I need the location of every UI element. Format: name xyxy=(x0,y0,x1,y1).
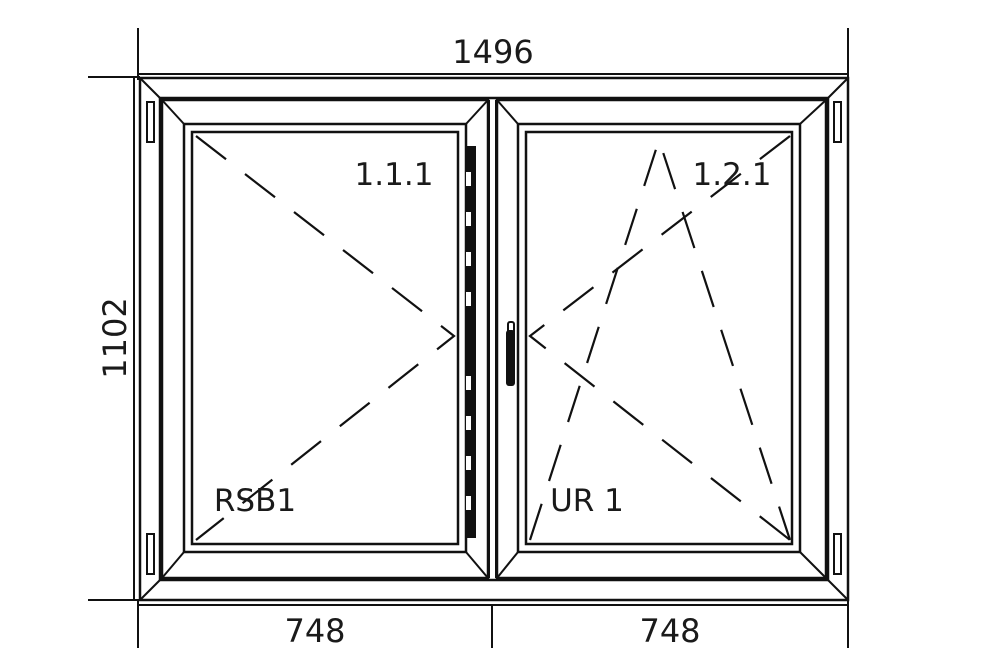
handle-rose xyxy=(507,321,515,335)
right-sash-tilt-symbol xyxy=(528,136,792,541)
frame-miter-bl xyxy=(139,579,161,601)
hinge-left-bottom xyxy=(146,533,155,575)
overall-width-label: 1496 xyxy=(452,33,533,71)
left-sash-glass xyxy=(190,130,460,546)
right-sash-miter-br xyxy=(799,551,827,579)
hinge-left-top xyxy=(146,101,155,143)
right-sash-outer xyxy=(495,98,828,580)
right-sash-miter-tl xyxy=(496,99,519,125)
left-sash-type-label: RSB1 xyxy=(214,483,296,519)
left-sash-width-label: 748 xyxy=(284,612,345,650)
right-sash xyxy=(495,98,828,580)
left-sash-miter-tr xyxy=(465,99,489,125)
left-sash-outer xyxy=(160,98,490,580)
left-sash-turn-symbol xyxy=(195,135,456,541)
handle-grip xyxy=(506,330,515,386)
frame-miter-tl xyxy=(139,77,161,99)
frame-inner-edge xyxy=(158,96,830,582)
overall-height-label: 1102 xyxy=(96,297,134,378)
left-sash-id-label: 1.1.1 xyxy=(355,157,434,193)
left-sash-strip-notches xyxy=(466,172,471,510)
right-sash-glass xyxy=(524,130,794,546)
frame-miter-tr xyxy=(827,77,849,99)
left-sash-miter-br xyxy=(465,551,489,579)
hinge-right-top xyxy=(833,101,842,143)
right-sash-turn-symbol xyxy=(528,135,791,541)
right-sash-id-label: 1.2.1 xyxy=(693,157,772,193)
handle-icon xyxy=(506,321,515,386)
right-sash-rebate xyxy=(516,122,802,554)
frame-outer-edge xyxy=(138,76,850,602)
outer-frame xyxy=(138,76,850,602)
right-sash-miter-tr xyxy=(799,99,827,125)
left-sash xyxy=(160,98,490,580)
right-sash-type-label: UR 1 xyxy=(550,483,624,519)
left-sash-miter-tl xyxy=(161,99,185,125)
dimension-lines xyxy=(88,28,849,648)
left-sash-miter-bl xyxy=(161,551,185,579)
left-sash-gasket-strip xyxy=(466,146,476,538)
frame-miter-br xyxy=(827,579,849,601)
right-sash-width-label: 748 xyxy=(639,612,700,650)
hinge-right-bottom xyxy=(833,533,842,575)
hinges xyxy=(146,101,842,575)
right-sash-miter-bl xyxy=(496,551,519,579)
meeting-stile xyxy=(488,100,497,578)
